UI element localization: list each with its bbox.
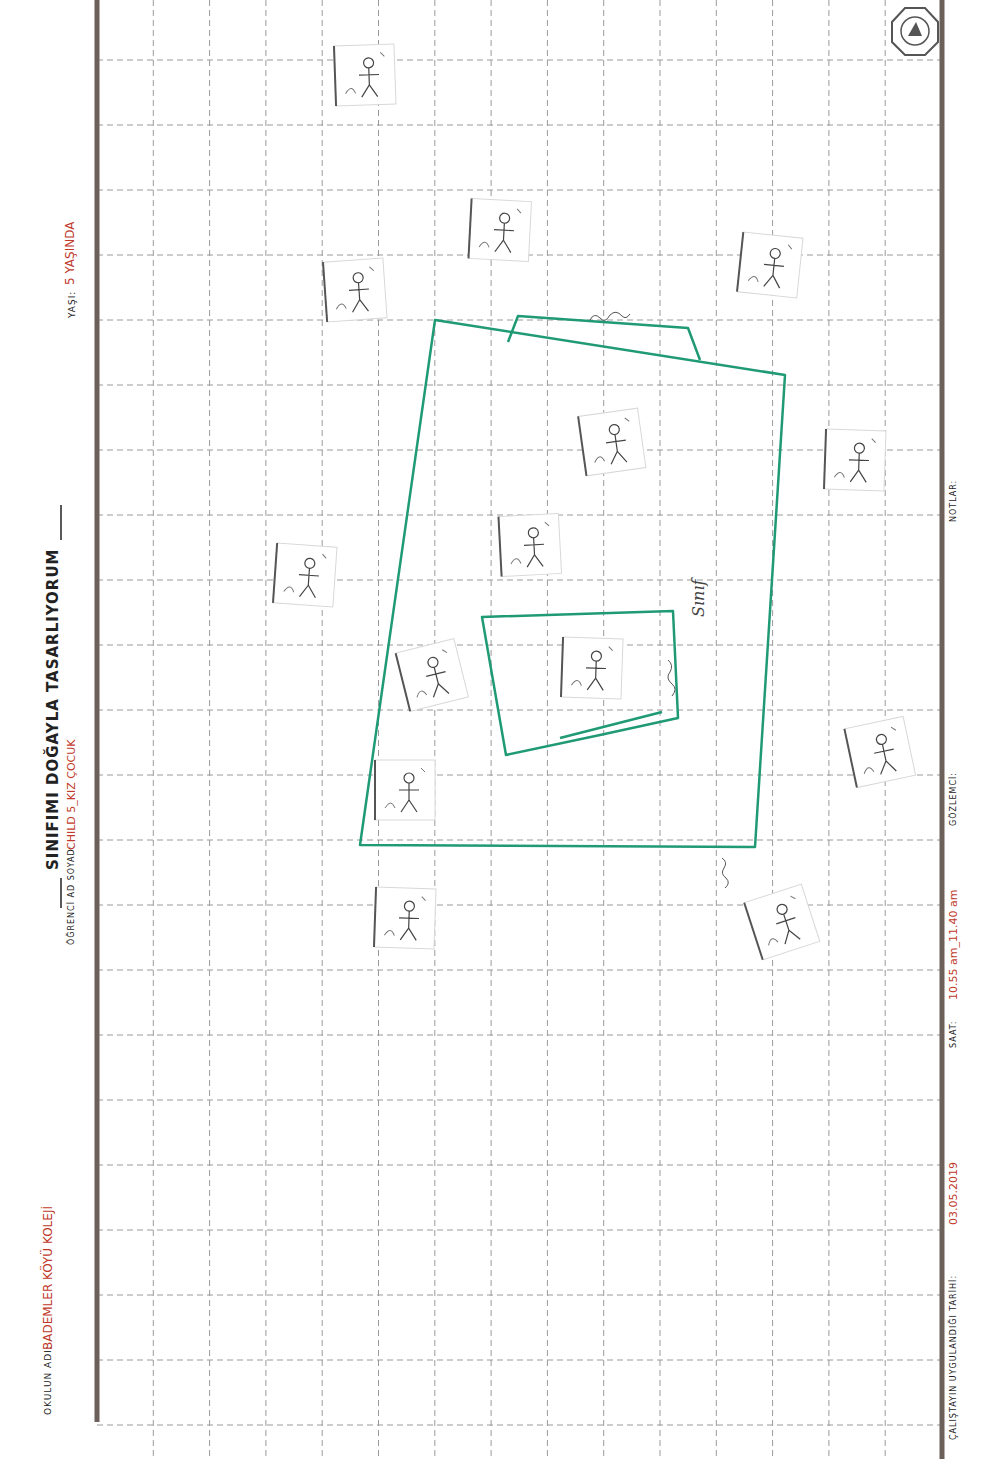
grid-line [97,710,942,711]
activity-icon [824,429,886,491]
activity-icon [737,232,803,298]
handwriting [590,312,728,888]
grid-line [97,840,942,841]
form-label: YAŞI: [68,291,77,318]
grid-line [434,0,435,1459]
form-label: ÖĞRENCİ AD SOYAD: [68,845,76,945]
title-underline [60,505,62,540]
grid-line [97,450,942,451]
grid-line [97,1230,942,1231]
worksheet-title: SINIFIMI DOĞAYLA TASARLIYORUM [46,548,61,870]
grid-line [97,580,942,581]
grid-line [97,905,942,906]
grid-line [828,0,829,1459]
activity-icon [578,408,646,476]
grid-line [322,0,323,1459]
grid-line [97,320,942,321]
handwritten-label: Sınıf [691,580,707,617]
grid-line [97,125,942,126]
outline-shape [355,312,790,857]
school-logo [892,8,938,55]
activity-icon [396,639,469,712]
grid-line [97,385,942,386]
form-label: SAAT: [950,1021,958,1048]
form-label: 5 YAŞINDA [64,222,76,285]
activity-icon [844,716,915,787]
form-label: GÖZLEMCİ: [950,772,958,826]
grid-line [603,0,604,1459]
grid-line [660,0,661,1459]
grid-line [716,0,717,1459]
grid-lines [97,0,942,1459]
form-label: NOTLAR: [950,480,958,522]
activity-icon [744,884,820,960]
grid-line [547,0,548,1459]
form-label: CHILD 5_KIZ ÇOCUK [66,739,77,850]
activity-icon [374,887,436,949]
grid-line [772,0,773,1459]
form-label: ÇALIŞTAYIN UYGULANDIĞI TARİHİ: [950,1275,958,1440]
grid-line [209,0,210,1459]
grid-line [153,0,154,1459]
form-label: OKULUN ADI: [44,1345,53,1415]
grid-line [97,970,942,971]
grid-line [97,1035,942,1036]
title-underline [60,878,62,908]
activity-icon [468,198,531,261]
frame-line [940,0,945,1459]
grid-line [97,1100,942,1101]
green-outlines [482,316,700,755]
grid-line [97,1295,942,1296]
grid-line [97,60,942,61]
grid-line [97,645,942,646]
grid-line [97,1425,942,1426]
activity-icon [498,513,561,576]
activity-icon [561,637,623,699]
grid-line [97,1165,942,1166]
activity-icons [273,44,916,960]
form-label: 10.55 am_11.40 am [948,890,959,1000]
form-label: 03.05.2019 [948,1162,959,1225]
grid-line [97,190,942,191]
form-label: BADEMLER KÖYÜ KOLEJİ [42,1206,54,1350]
activity-icon [334,44,396,106]
activity-icon [273,543,337,607]
classroom-outline: Sınıf [355,312,790,857]
grid-line [378,0,379,1459]
grid-line [265,0,266,1459]
frame-line [95,0,100,1422]
activity-icon [375,760,435,820]
grid-line [97,775,942,776]
grid-line [97,1360,942,1361]
activity-icon [323,258,387,322]
